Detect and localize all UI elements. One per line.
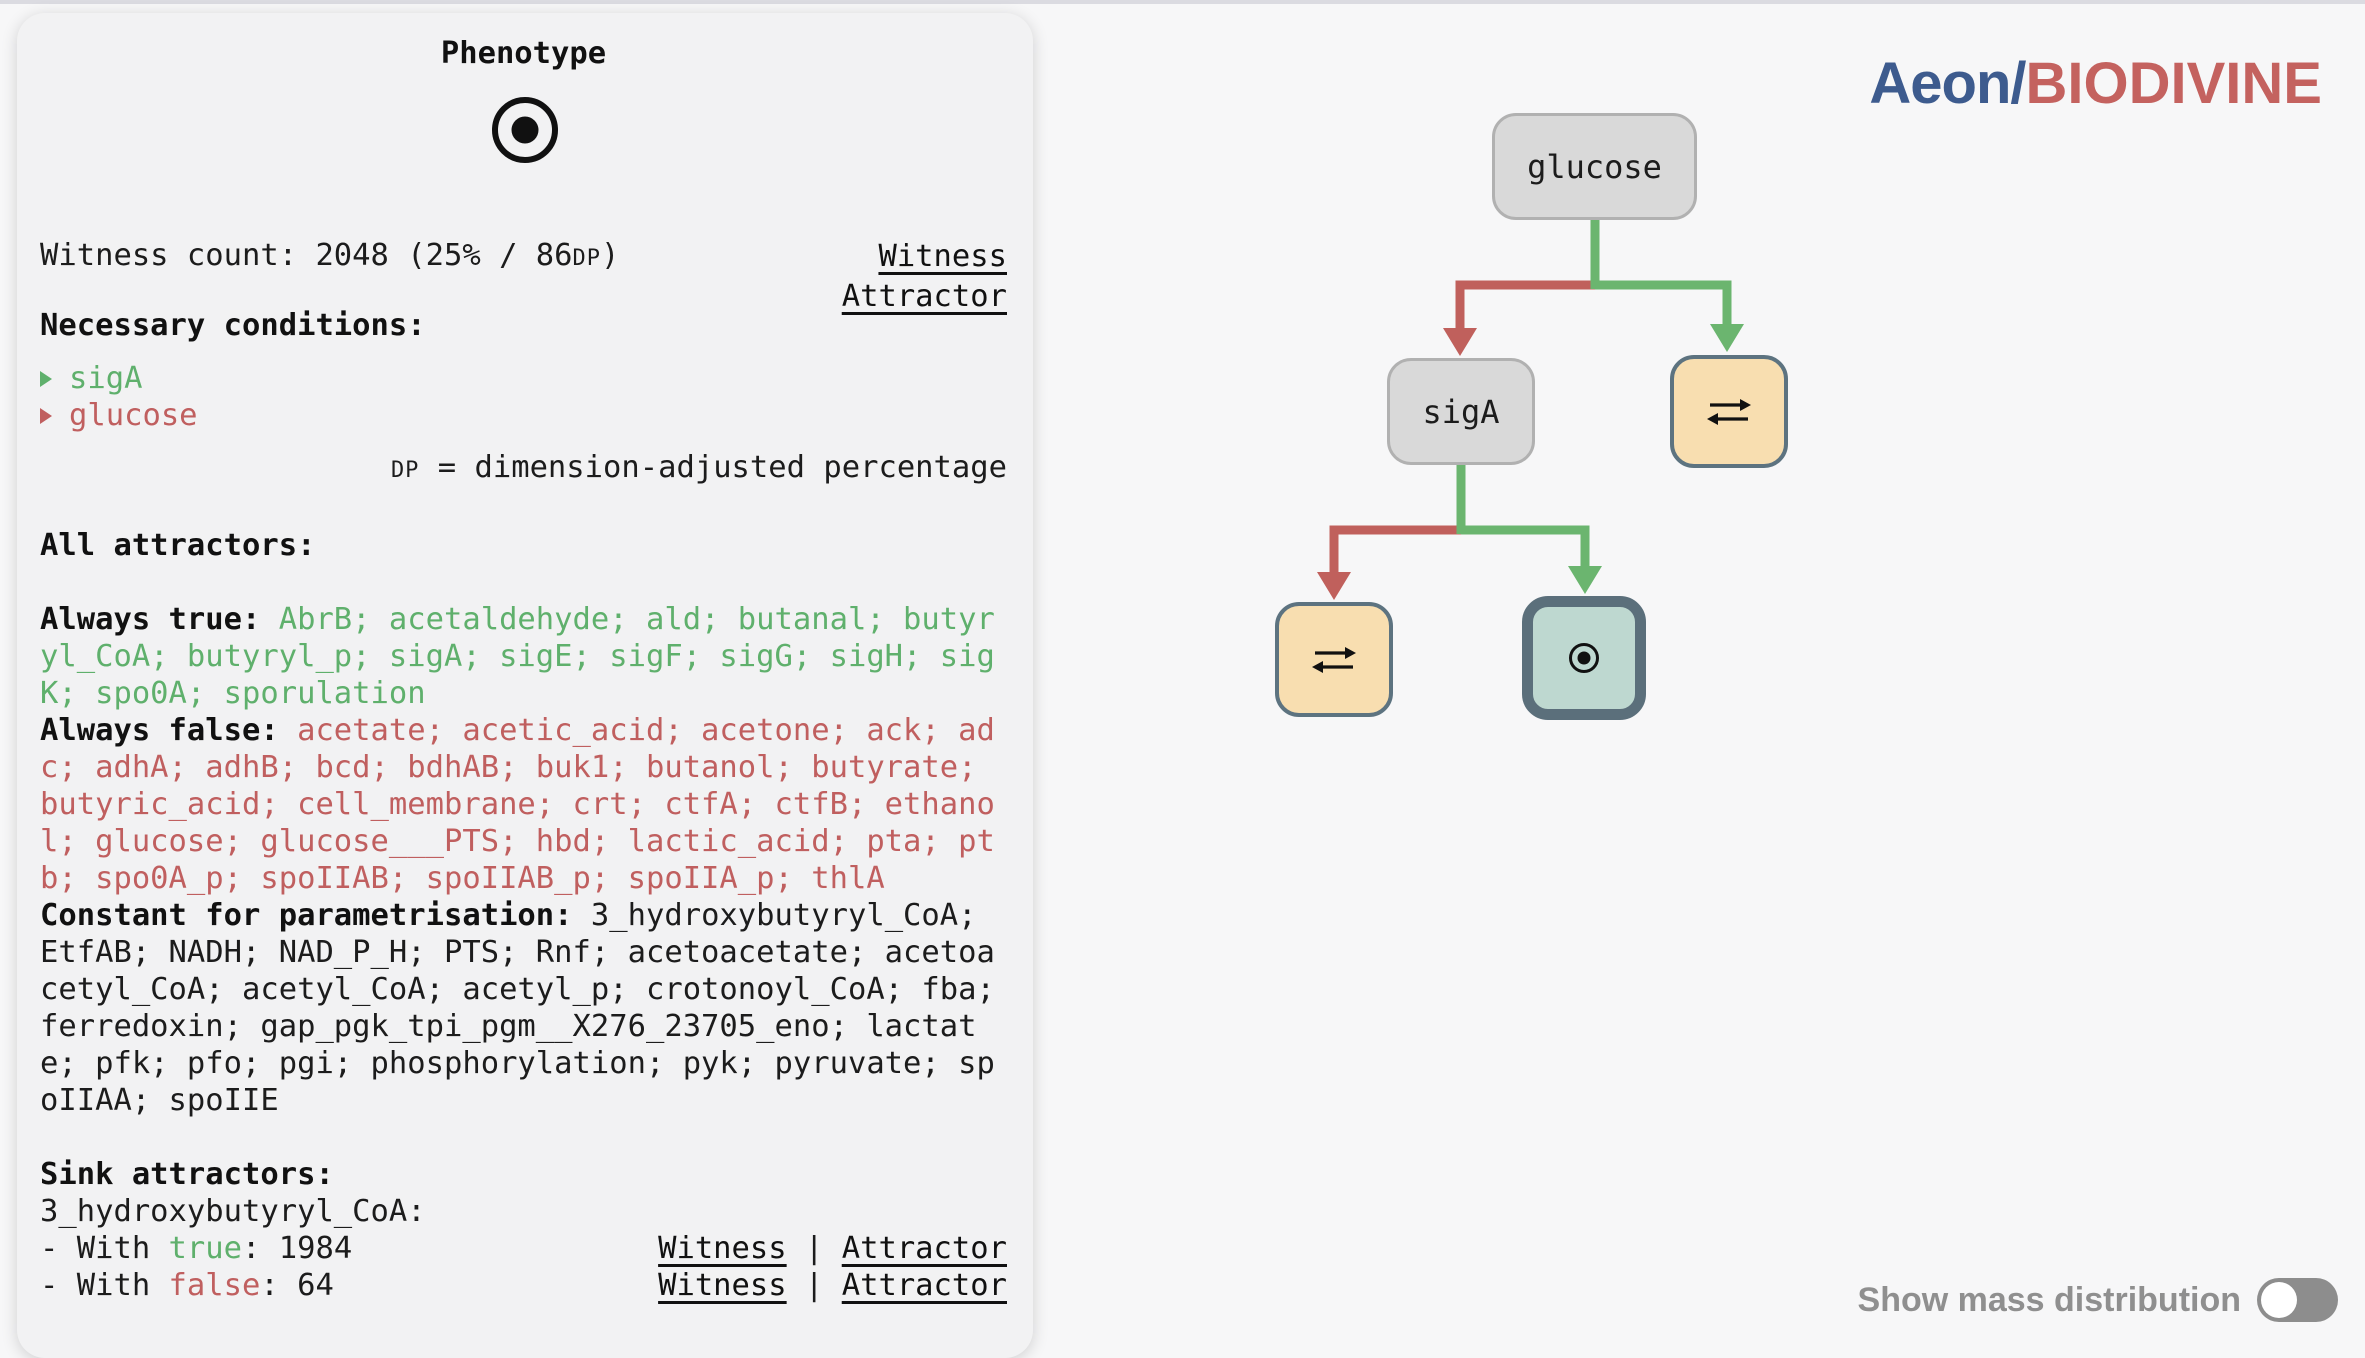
- always-true-paragraph: Always true: AbrB; acetaldehyde; ald; bu…: [40, 601, 1007, 712]
- witness-link[interactable]: Witness: [658, 1267, 787, 1304]
- dp-abbrev: DP: [573, 246, 601, 271]
- condition-item-glucose[interactable]: glucose: [40, 397, 1007, 434]
- tree-node-mixed-attractor-right[interactable]: [1670, 355, 1788, 468]
- attractors-section: All attractors: Always true: AbrB; aceta…: [40, 527, 1007, 1304]
- node-label: sigA: [1422, 393, 1499, 431]
- dp-footnote: DP = dimension-adjusted percentage: [40, 449, 1007, 489]
- swap-arrows-icon: [1706, 394, 1752, 430]
- panel-title: Phenotype: [40, 35, 1007, 72]
- phenotype-panel: Phenotype Witness count: 2048 (25% / 86D…: [17, 13, 1033, 1358]
- condition-label: glucose: [69, 397, 198, 434]
- constant-paragraph: Constant for parametrisation: 3_hydroxyb…: [40, 897, 1007, 1119]
- tree-node-sink-attractor-selected[interactable]: [1522, 596, 1646, 720]
- sink-row-links: Witness | Attractor: [658, 1267, 1007, 1304]
- mass-distribution-toggle[interactable]: [2257, 1278, 2338, 1322]
- all-attractors-title: All attractors:: [40, 527, 1007, 564]
- sink-row-links: Witness | Attractor: [658, 1230, 1007, 1267]
- phenotype-target-icon: [492, 97, 558, 163]
- logo-aeon: Aeon/: [1869, 51, 2025, 116]
- sink-circle-dot-icon: [1569, 643, 1599, 673]
- expand-triangle-icon: [40, 408, 52, 424]
- necessary-conditions-title: Necessary conditions:: [40, 307, 1007, 344]
- logo-biodivine: BIODIVINE: [2026, 51, 2323, 116]
- condition-item-sigA[interactable]: sigA: [40, 360, 1007, 397]
- attractor-link[interactable]: Attractor: [842, 1230, 1007, 1267]
- sink-variable-name: 3_hydroxybutyryl_CoA:: [40, 1193, 1007, 1230]
- app-logo: Aeon/BIODIVINE: [1869, 50, 2322, 117]
- witness-link[interactable]: Witness: [658, 1230, 787, 1267]
- window-top-strip: [0, 0, 2365, 4]
- attractor-link[interactable]: Attractor: [842, 1267, 1007, 1304]
- phenotype-links: Witness Attractor: [842, 237, 1007, 317]
- mass-distribution-label: Show mass distribution: [1858, 1281, 2241, 1320]
- always-false-paragraph: Always false: acetate; acetic_acid; acet…: [40, 712, 1007, 897]
- sink-row-text: - With false: 64: [40, 1267, 334, 1304]
- toggle-knob: [2261, 1282, 2297, 1318]
- sink-row-true: - With true: 1984 Witness | Attractor: [40, 1230, 1007, 1267]
- sink-attractors-title: Sink attractors:: [40, 1156, 1007, 1193]
- tree-node-sigA[interactable]: sigA: [1387, 358, 1535, 465]
- witness-link[interactable]: Witness: [878, 237, 1007, 277]
- tree-node-glucose[interactable]: glucose: [1492, 113, 1697, 220]
- swap-arrows-icon: [1311, 642, 1357, 678]
- condition-label: sigA: [69, 360, 142, 397]
- sink-row-false: - With false: 64 Witness | Attractor: [40, 1267, 1007, 1304]
- expand-triangle-icon: [40, 371, 52, 387]
- mass-distribution-control: Show mass distribution: [1858, 1278, 2338, 1322]
- dp-abbrev: DP: [391, 458, 419, 483]
- tree-node-mixed-attractor-left[interactable]: [1275, 602, 1393, 717]
- sink-row-text: - With true: 1984: [40, 1230, 352, 1267]
- node-label: glucose: [1527, 148, 1662, 186]
